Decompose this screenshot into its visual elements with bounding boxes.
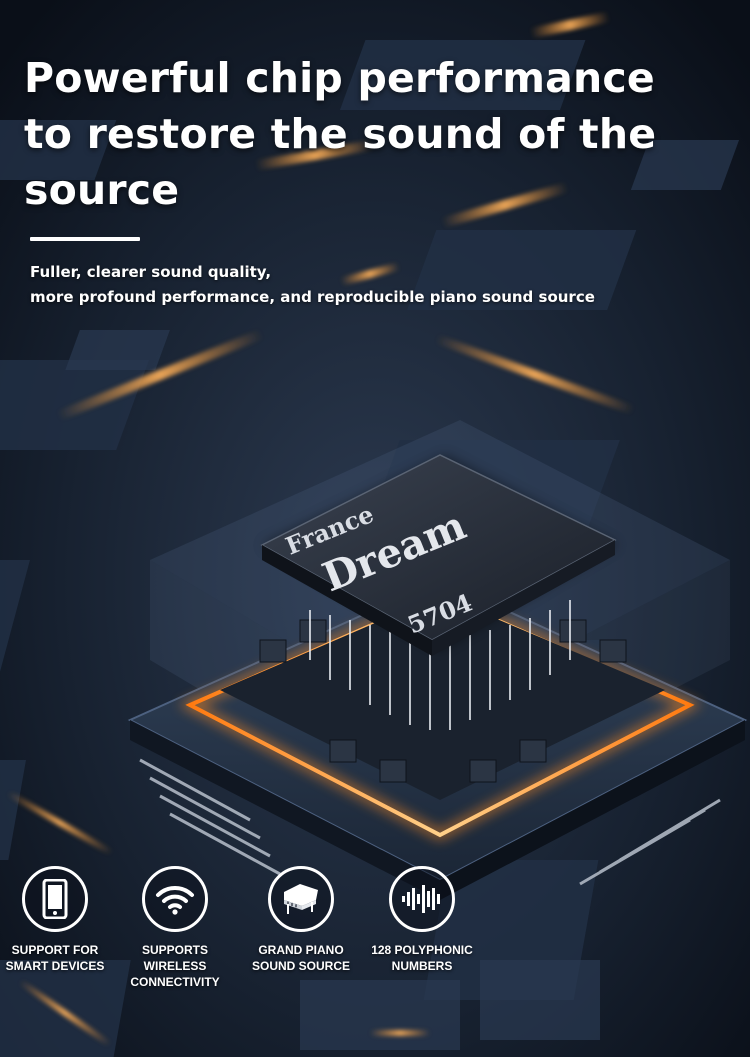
subtitle-line-2: more profound performance, and reproduci… — [30, 288, 595, 306]
subtitle-line-1: Fuller, clearer sound quality, — [30, 263, 272, 281]
feature-label: GRAND PIANO SOUND SOURCE — [251, 943, 350, 973]
feature-label: SUPPORT FOR SMART DEVICES — [5, 943, 105, 973]
sound-wave-icon — [389, 866, 455, 932]
title-line-3: source — [24, 166, 180, 214]
title-line-1: Powerful chip performance — [24, 54, 655, 102]
wifi-icon — [142, 866, 208, 932]
feature-label: SUPPORTS WIRELESS CONNECTIVITY — [130, 943, 220, 989]
title-divider — [30, 237, 140, 241]
grand-piano-icon — [268, 866, 334, 932]
title-line-2: to restore the sound of the — [24, 110, 657, 158]
feature-list: SUPPORT FOR SMART DEVICES SUPPORTS WIREL… — [0, 866, 750, 989]
smartphone-icon — [22, 866, 88, 932]
page-title: Powerful chip performance to restore the… — [24, 50, 714, 218]
feature-label: 128 POLYPHONIC NUMBERS — [371, 943, 473, 973]
